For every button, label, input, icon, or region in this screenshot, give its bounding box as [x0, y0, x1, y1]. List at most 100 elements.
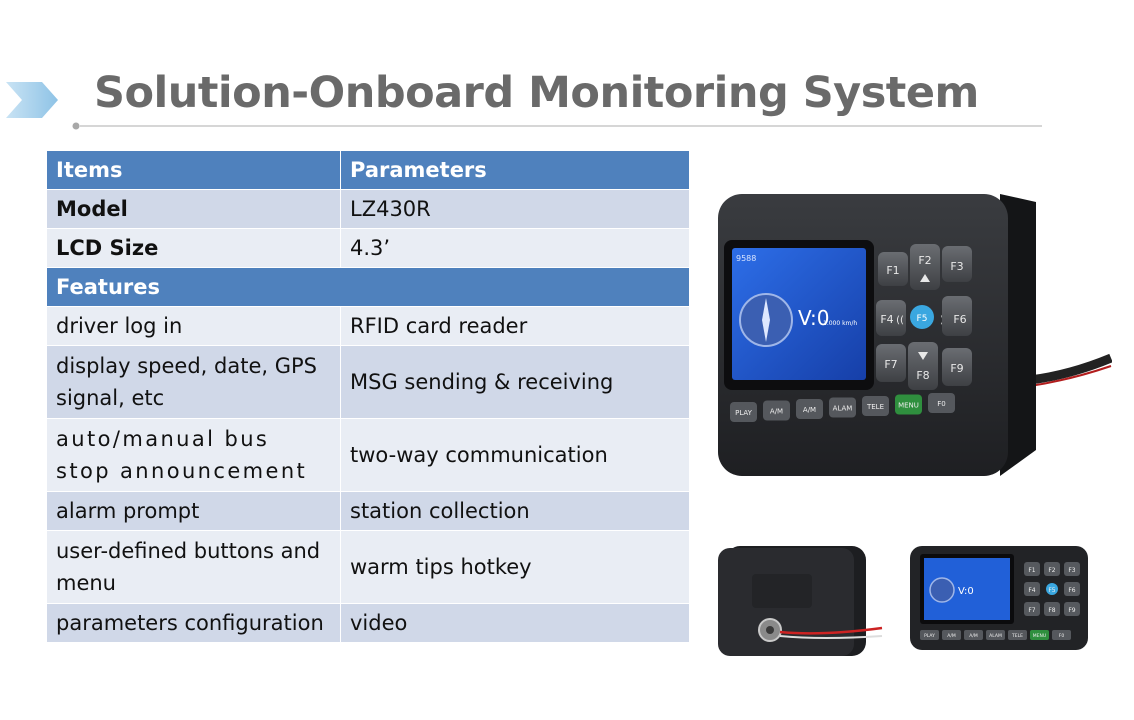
- key-f6-label: F6: [953, 313, 966, 326]
- key-f9-small: [1064, 602, 1080, 616]
- header-items: Items: [46, 150, 341, 190]
- table-header-row: Items Parameters: [46, 150, 690, 190]
- section-header-row: Features: [46, 267, 690, 307]
- key-f3-small: [1064, 562, 1080, 576]
- key-f5-small-label: F5: [1048, 587, 1055, 594]
- key-f1-label: F1: [886, 264, 899, 277]
- table-row: Model LZ430R: [46, 189, 690, 229]
- key-f9-label: F9: [950, 362, 963, 375]
- bottom-key-label: PLAY: [735, 409, 753, 417]
- key-f3-small-label: F3: [1068, 567, 1075, 574]
- key-f4-small: [1024, 582, 1040, 596]
- row-item: display speed, date, GPS signal, etc: [46, 345, 341, 419]
- key-f1-small: [1024, 562, 1040, 576]
- bottom-key: [928, 393, 955, 413]
- table-row: LCD Size 4.3’: [46, 228, 690, 268]
- key-f3-label: F3: [950, 260, 963, 273]
- key-f2: [910, 244, 940, 290]
- bottom-key-small: [986, 630, 1005, 640]
- bottom-key: [730, 402, 757, 422]
- table-row: parameters configuration video: [46, 603, 690, 643]
- row-param: RFID card reader: [340, 306, 690, 346]
- row-item: LCD Size: [46, 228, 341, 268]
- bottom-key-label: ALAM: [833, 405, 853, 413]
- compass-icon: [929, 577, 955, 603]
- cable: [1029, 353, 1112, 385]
- row-item: user-defined buttons and menu: [46, 530, 341, 604]
- bottom-key-small-label: A/M: [969, 633, 978, 639]
- bottom-key-small: [942, 630, 961, 640]
- row-item: auto/manual bus stop announcement: [46, 418, 341, 492]
- key-f4: [876, 300, 906, 336]
- key-f5-small: [1046, 583, 1058, 595]
- device-screen: [732, 248, 866, 380]
- bottom-key-small-label: ALAM: [989, 633, 1002, 639]
- key-f7: [876, 344, 906, 382]
- row-param: station collection: [340, 491, 690, 531]
- device-photo-back: [718, 546, 883, 656]
- table-row: auto/manual bus stop announcement two-wa…: [46, 418, 690, 492]
- cable: [779, 626, 883, 635]
- key-f8-label: F8: [916, 369, 929, 382]
- row-param: 4.3’: [340, 228, 690, 268]
- screen-speed-unit: 1.000 km/h: [823, 320, 857, 327]
- row-param: LZ430R: [340, 189, 690, 229]
- key-f8-small-label: F8: [1048, 607, 1055, 614]
- screen-speed-text-small: V:0: [958, 586, 974, 597]
- arrow-up-icon: [920, 274, 930, 282]
- row-item: parameters configuration: [46, 603, 341, 643]
- row-param: two-way communication: [340, 418, 690, 492]
- bottom-key: [796, 399, 823, 419]
- table-row: alarm prompt station collection: [46, 491, 690, 531]
- row-item: Model: [46, 189, 341, 229]
- key-f2-small: [1044, 562, 1060, 576]
- table-row: driver log in RFID card reader: [46, 306, 690, 346]
- slide-title: Solution-Onboard Monitoring System: [94, 68, 979, 118]
- key-f2-small-label: F2: [1048, 567, 1055, 574]
- row-item: driver log in: [46, 306, 341, 346]
- key-f9-small-label: F9: [1068, 607, 1075, 614]
- header-parameters: Parameters: [340, 150, 690, 190]
- bottom-key-label: F0: [937, 400, 945, 408]
- bottom-key: [862, 396, 889, 416]
- bottom-key-small: [920, 630, 939, 640]
- bottom-key-small-label: TELE: [1011, 633, 1023, 639]
- table-row: display speed, date, GPS signal, etc MSG…: [46, 345, 690, 419]
- bottom-key-label: MENU: [898, 402, 919, 410]
- key-f5: [910, 305, 934, 329]
- key-f3: [942, 246, 972, 282]
- bottom-key-small: [964, 630, 983, 640]
- key-f8-small: [1044, 602, 1060, 616]
- bottom-key-small-label: A/M: [947, 633, 956, 639]
- key-f1-small-label: F1: [1028, 567, 1035, 574]
- bottom-key-small: [1008, 630, 1027, 640]
- table-row: user-defined buttons and menu warm tips …: [46, 530, 690, 604]
- key-f4-label: F4: [880, 313, 893, 326]
- key-f2-label: F2: [918, 254, 931, 267]
- chevron-arrow-icon: [6, 82, 58, 118]
- spec-table: Items Parameters Model LZ430R LCD Size 4…: [46, 150, 690, 643]
- row-param: warm tips hotkey: [340, 530, 690, 604]
- row-item: alarm prompt: [46, 491, 341, 531]
- screen-speed-text: V:0: [798, 306, 830, 330]
- key-f4-small-label: F4: [1028, 587, 1035, 594]
- row-param: video: [340, 603, 690, 643]
- row-param: MSG sending & receiving: [340, 345, 690, 419]
- bottom-key: [895, 394, 922, 415]
- key-f7-small: [1024, 602, 1040, 616]
- section-features-label: Features: [46, 267, 690, 307]
- title-underline: [72, 122, 1042, 130]
- bottom-key-small-label: F0: [1059, 633, 1065, 639]
- bottom-key: [829, 397, 856, 418]
- bottom-key-small: [1030, 630, 1049, 640]
- key-f7-small-label: F7: [1028, 607, 1035, 614]
- wave-left-icon: ((: [896, 315, 904, 326]
- bottom-key-small-label: PLAY: [924, 633, 935, 639]
- key-f8: [908, 342, 938, 390]
- key-f6-small-label: F6: [1068, 587, 1075, 594]
- key-f7-label: F7: [884, 358, 897, 371]
- bottom-key-label: A/M: [803, 406, 816, 414]
- device-photo-main: 9588 V:0 1.000 km/h F1 F2 F3 F4 (( F5 ))…: [718, 194, 1112, 476]
- key-f6: [942, 296, 972, 336]
